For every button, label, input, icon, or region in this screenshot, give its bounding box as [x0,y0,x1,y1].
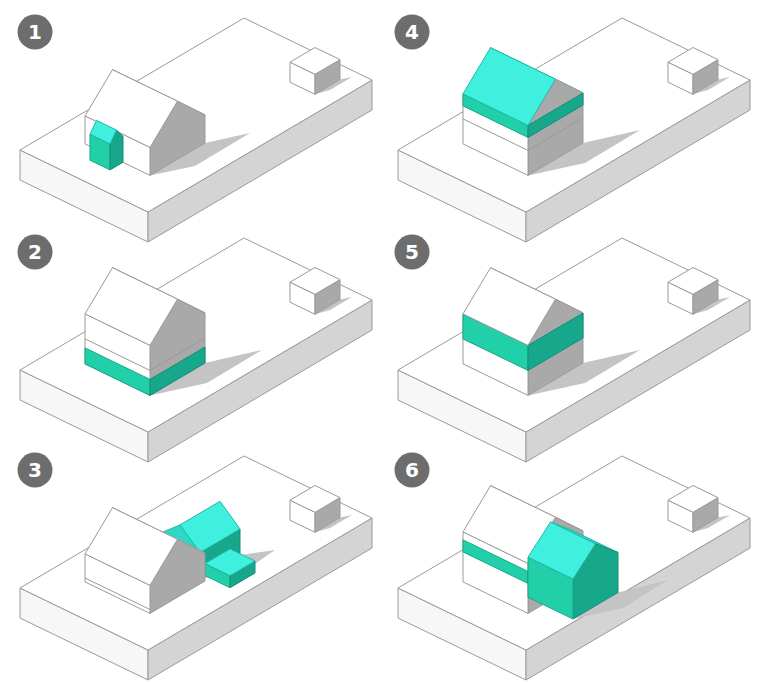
site [398,456,750,680]
panel-1 [20,18,372,242]
circle-fill [395,15,430,50]
callout-circle: 5 [394,234,430,270]
callout-number: 1 [28,22,42,42]
callout-circle: 3 [17,452,53,488]
circle-fill [18,15,53,50]
callout-number: 2 [28,242,42,262]
callout-number: 6 [405,460,419,480]
roof-near-slope [463,48,556,126]
basement-end [150,347,205,395]
roof-near-slope [85,268,178,346]
basement-side [85,348,150,396]
panel-4 [398,18,750,242]
flat-extension-roof [205,549,255,576]
callout-number: 4 [405,22,419,42]
roof-near-slope [85,70,178,148]
callout-number: 5 [405,242,419,262]
site [20,456,372,680]
callout-number: 3 [28,460,42,480]
plinth-line [85,578,150,610]
site [20,238,372,462]
panel-3 [20,456,372,680]
roof-near-slope [85,508,178,586]
callout-circle: 4 [394,14,430,50]
porch-roof [90,120,117,143]
circle-fill [18,235,53,270]
callout-circle: 6 [394,452,430,488]
extension-near-roof [528,522,596,579]
site [398,238,750,462]
site [20,18,372,242]
circle-fill [395,453,430,488]
site [398,18,750,242]
panel-2 [20,238,372,462]
callout-circle: 2 [17,234,53,270]
callout-circle: 1 [17,14,53,50]
circle-fill [18,453,53,488]
panel-6 [398,456,750,680]
circle-fill [395,235,430,270]
roof-near-slope [463,268,556,346]
panel-5 [398,238,750,462]
